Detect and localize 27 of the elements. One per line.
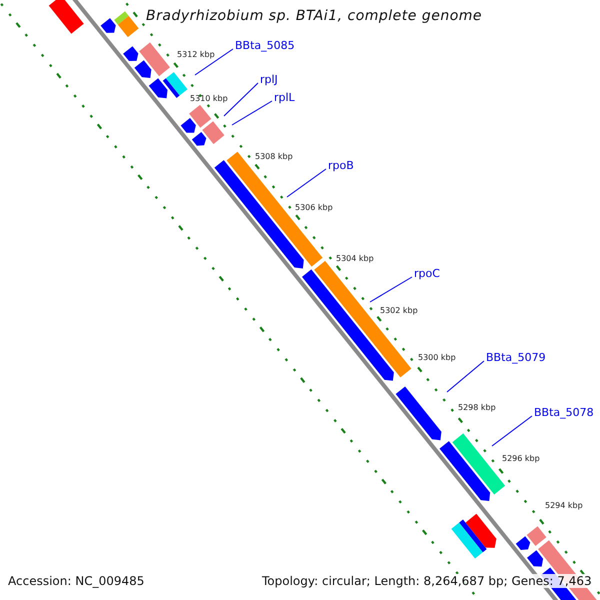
leader-line: [446, 360, 484, 392]
position-label: 5294 kbp: [545, 501, 583, 511]
leader-line: [492, 416, 532, 446]
position-label: 5296 kbp: [502, 454, 540, 464]
gene-label: BBta_5085: [235, 40, 295, 52]
position-label: 5302 kbp: [380, 306, 418, 316]
position-label: 5304 kbp: [336, 254, 374, 264]
position-label: 5306 kbp: [295, 203, 333, 213]
leader-line: [286, 168, 326, 198]
gene-label: rplL: [274, 92, 295, 104]
gene-label: rpoB: [328, 160, 354, 172]
position-label: 5298 kbp: [458, 403, 496, 413]
gene-label: rplJ: [260, 74, 278, 86]
gene-label: rpoC: [414, 268, 440, 280]
genome-info: Accession: NC_009485: [8, 574, 144, 588]
genome-info: Topology: circular; Length: 8,264,687 bp; Genes: 7,463: [262, 574, 592, 588]
leader-line: [224, 82, 258, 116]
leader-line: [370, 276, 412, 302]
leader-line: [232, 100, 272, 126]
chart-title: Bradyrhizobium sp. BTAi1, complete genome: [146, 8, 482, 24]
position-label: 5300 kbp: [418, 353, 456, 363]
position-label: 5310 kbp: [190, 94, 228, 104]
leader-line: [194, 48, 234, 76]
position-label: 5308 kbp: [255, 152, 293, 162]
gene-label: BBta_5079: [486, 352, 546, 364]
gene-label: BBta_5078: [534, 407, 594, 419]
position-label: 5312 kbp: [177, 50, 215, 60]
